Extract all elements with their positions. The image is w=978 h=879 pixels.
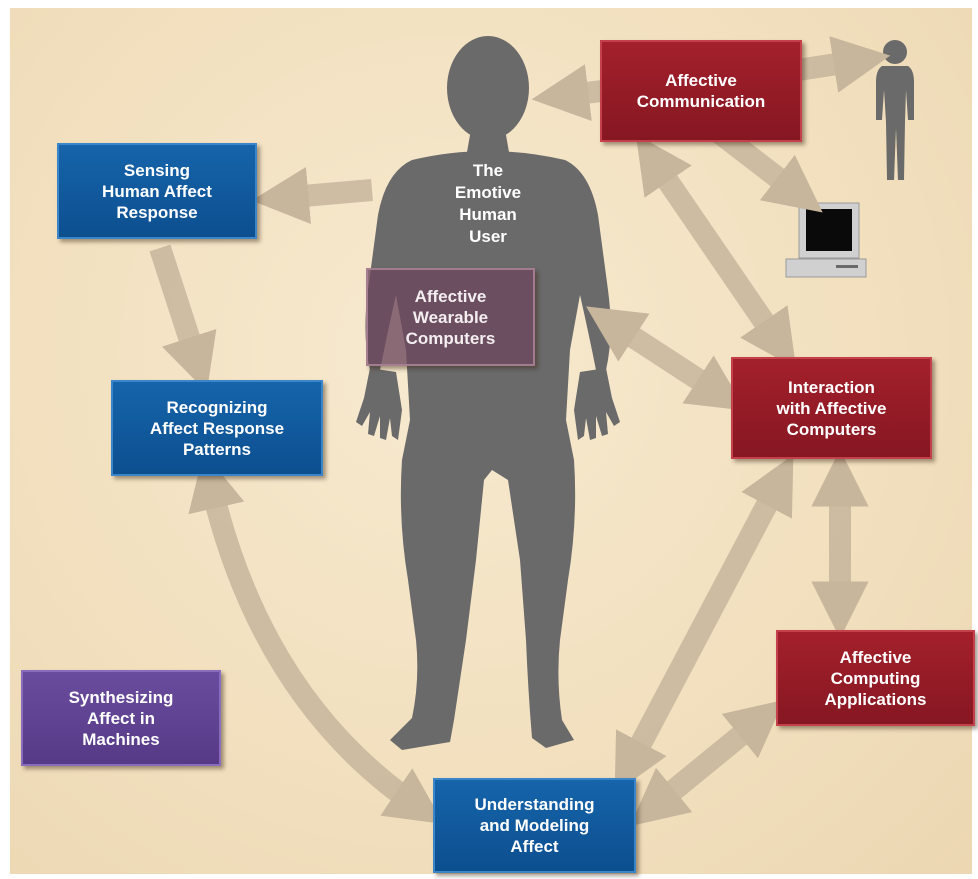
sensing-box: Sensing Human Affect Response bbox=[57, 143, 257, 239]
applications-box: Affective Computing Applications bbox=[776, 630, 975, 726]
synthesizing-box: Synthesizing Affect in Machines bbox=[21, 670, 221, 766]
understanding-box: Understanding and Modeling Affect bbox=[433, 778, 636, 873]
interaction-box: Interaction with Affective Computers bbox=[731, 357, 932, 459]
arrow-communication-interaction bbox=[635, 134, 797, 369]
small-person-icon bbox=[876, 40, 914, 180]
computer-icon bbox=[785, 202, 867, 278]
arrow-sensing-to-recognizing bbox=[149, 244, 217, 393]
arrow-user-interaction bbox=[586, 306, 746, 411]
communication-box: Affective Communication bbox=[600, 40, 802, 142]
wearable-box: Affective Wearable Computers bbox=[366, 268, 535, 366]
recognizing-box: Recognizing Affect Response Patterns bbox=[111, 380, 323, 476]
arrow-recognizing-understanding bbox=[188, 452, 444, 825]
human-silhouette-icon bbox=[356, 36, 620, 750]
emotive-human-user-label: The Emotive Human User bbox=[454, 161, 522, 246]
arrow-understanding-applications bbox=[629, 699, 785, 827]
arrow-user-to-sensing bbox=[251, 167, 373, 225]
